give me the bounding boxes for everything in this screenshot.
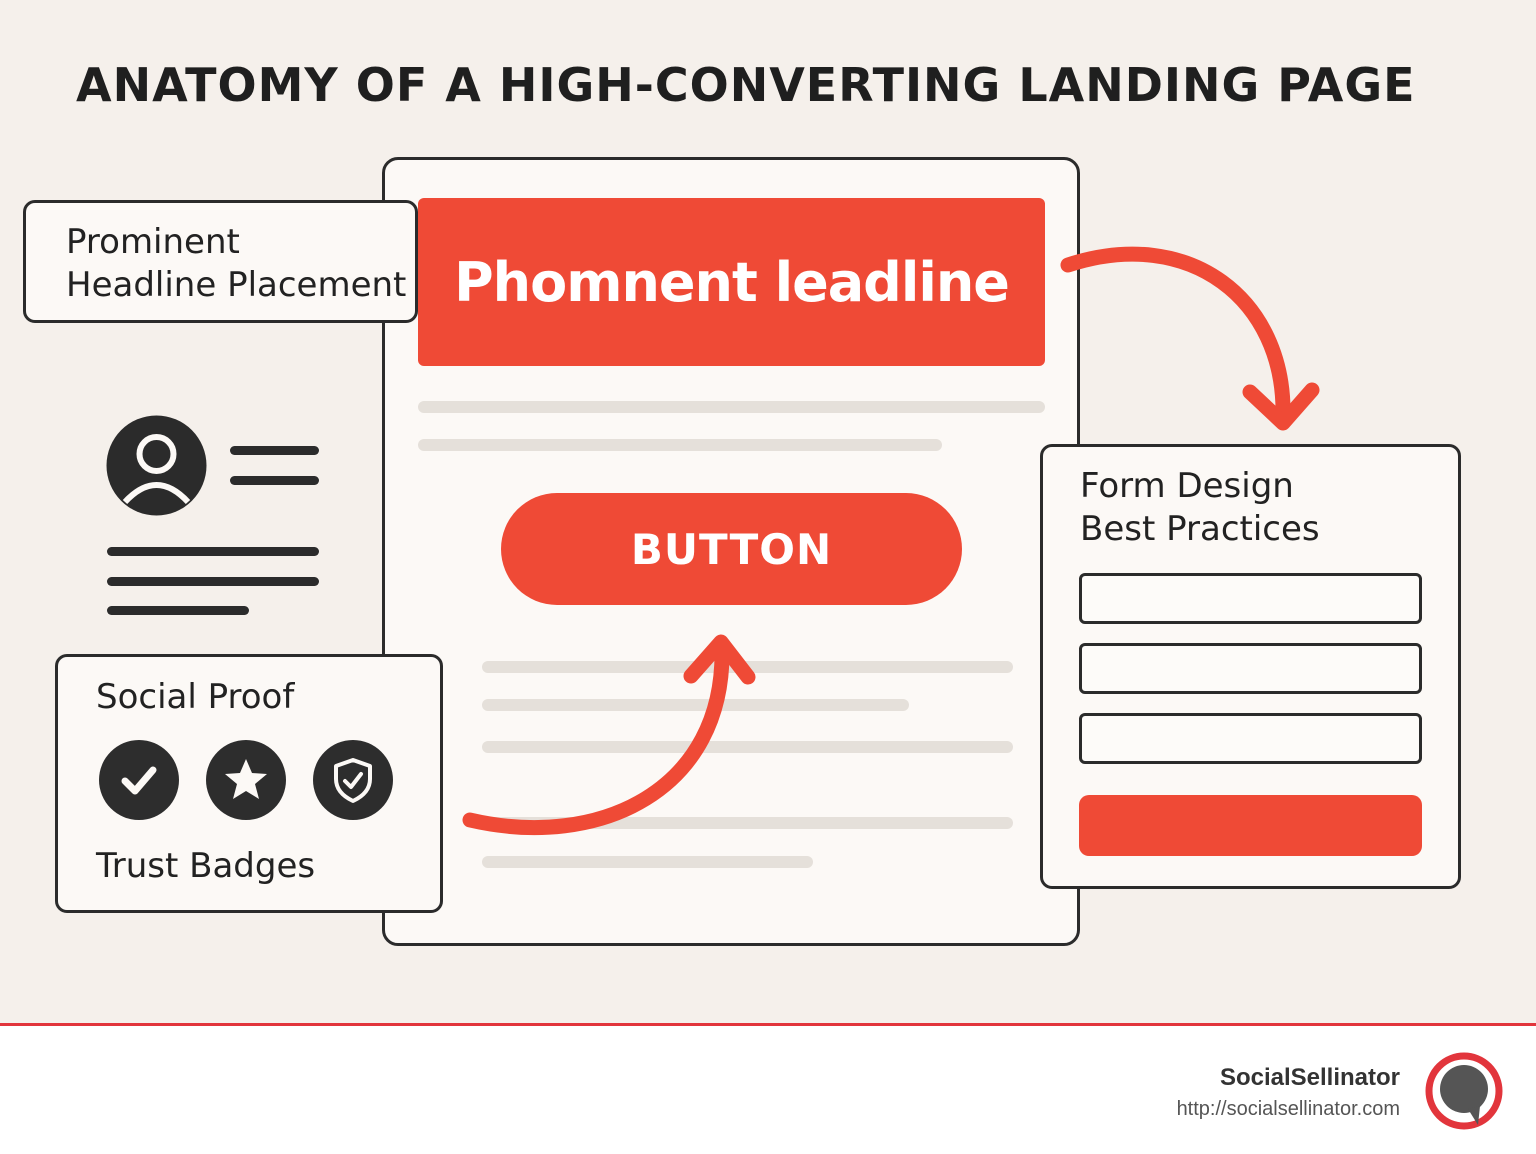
testimonial-line <box>230 476 319 485</box>
headline-banner: Phomnent leadline <box>418 198 1045 366</box>
brand-name: SocialSellinator <box>1219 1064 1400 1091</box>
testimonial-line <box>107 577 319 586</box>
headline-placement-line-1: Prominent <box>66 222 240 262</box>
testimonial-line <box>107 606 249 615</box>
text-placeholder-line <box>482 741 1013 753</box>
testimonial-line <box>107 547 319 556</box>
arrow-headline-to-form <box>1060 246 1291 423</box>
shield-check-icon <box>313 740 393 820</box>
form-design-title: Form Design Best Practices <box>1080 465 1320 551</box>
social-proof-label: Social Proof <box>96 677 295 717</box>
headline-placement-callout: Prominent Headline Placement <box>23 200 418 323</box>
form-submit-button[interactable] <box>1079 795 1422 856</box>
page-title: ANATOMY OF A HIGH-CONVERTING LANDING PAG… <box>76 58 1416 112</box>
form-input-field[interactable] <box>1079 573 1422 624</box>
footer <box>0 1023 1536 1154</box>
brand-logo-icon <box>1425 1052 1503 1130</box>
text-placeholder-line <box>418 439 942 451</box>
text-placeholder-line <box>482 856 813 868</box>
arrow-headline-to-form-head <box>1242 382 1320 431</box>
star-icon <box>206 740 286 820</box>
form-design-line-2: Best Practices <box>1080 509 1320 549</box>
text-placeholder-line <box>418 401 1045 413</box>
headline-placement-line-2: Headline Placement <box>66 265 407 305</box>
text-placeholder-line <box>482 699 909 711</box>
user-avatar-icon <box>106 415 207 516</box>
checkmark-icon <box>99 740 179 820</box>
brand-url[interactable]: http://socialsellinator.com <box>1176 1098 1400 1120</box>
trust-badges-label: Trust Badges <box>96 846 316 886</box>
testimonial-line <box>230 446 319 455</box>
cta-button-label: BUTTON <box>630 524 833 574</box>
form-input-field[interactable] <box>1079 643 1422 694</box>
cta-button[interactable]: BUTTON <box>501 493 962 605</box>
form-design-line-1: Form Design <box>1080 466 1294 506</box>
form-input-field[interactable] <box>1079 713 1422 764</box>
text-placeholder-line <box>482 817 1013 829</box>
text-placeholder-line <box>482 661 1013 673</box>
headline-banner-text: Phomnent leadline <box>454 250 1010 314</box>
